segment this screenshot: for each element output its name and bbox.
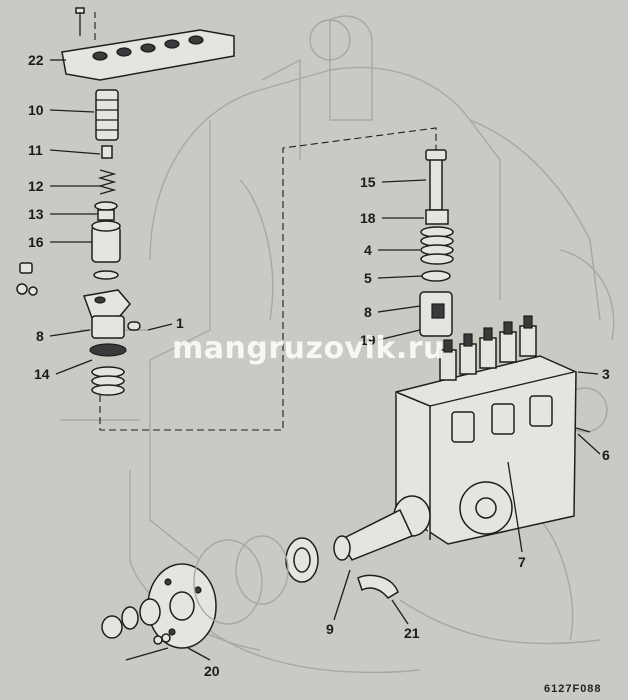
- callout-18: 18: [360, 210, 376, 226]
- control-sleeve-part: [82, 289, 141, 339]
- callout-12: 12: [28, 178, 44, 194]
- callout-20: 20: [204, 663, 220, 679]
- plunger-spring-part: [420, 226, 454, 265]
- lower-spring-seat-part: [425, 209, 449, 225]
- callout-13: 13: [28, 206, 44, 222]
- loose-small-parts: [16, 262, 38, 296]
- callout-16: 16: [28, 234, 44, 250]
- spring-seat-part: [94, 201, 118, 221]
- leader-lines: [49, 59, 601, 661]
- camshaft-part: [333, 495, 431, 561]
- callout-4: 4: [364, 242, 372, 258]
- upper-spring-seat-part: [421, 270, 451, 282]
- callout-9: 9: [326, 621, 334, 637]
- watermark-text: mangruzovik.ru: [172, 331, 445, 366]
- assembly-guide-lines: [94, 12, 437, 431]
- callout-7: 7: [518, 554, 526, 570]
- callout-8-right: 8: [364, 304, 372, 320]
- callout-22: 22: [28, 52, 44, 68]
- valve-spring-part: [97, 169, 117, 195]
- callout-3: 3: [602, 366, 610, 382]
- plunger-part: [425, 149, 447, 211]
- callout-11: 11: [28, 142, 43, 158]
- return-spring-part: [89, 343, 127, 396]
- callout-labels: 22 10 11 12 13 16 8 1 14 15 18 4 5 8 19 …: [28, 52, 610, 679]
- callout-1: 1: [176, 315, 184, 331]
- callout-19: 19: [360, 332, 376, 348]
- bearing-part: [285, 537, 319, 583]
- callout-8-left: 8: [36, 328, 44, 344]
- callout-14: 14: [34, 366, 50, 382]
- delivery-valve-part: [101, 145, 113, 159]
- figure-code: 6127F088: [544, 683, 602, 695]
- delivery-valve-holder-part: [95, 89, 119, 141]
- callout-21: 21: [404, 625, 420, 641]
- cover-plate-part: [61, 7, 235, 81]
- callout-5: 5: [364, 270, 372, 286]
- control-rack-part: [419, 291, 453, 337]
- injection-pump-body: [395, 315, 591, 545]
- drive-flange-part: [147, 535, 289, 649]
- nut-and-washers-part: [101, 598, 171, 661]
- plunger-barrel-part: [91, 220, 121, 280]
- callout-6: 6: [602, 447, 610, 463]
- callout-15: 15: [360, 174, 376, 190]
- bearing-cap-part: [357, 574, 399, 599]
- callout-10: 10: [28, 102, 44, 118]
